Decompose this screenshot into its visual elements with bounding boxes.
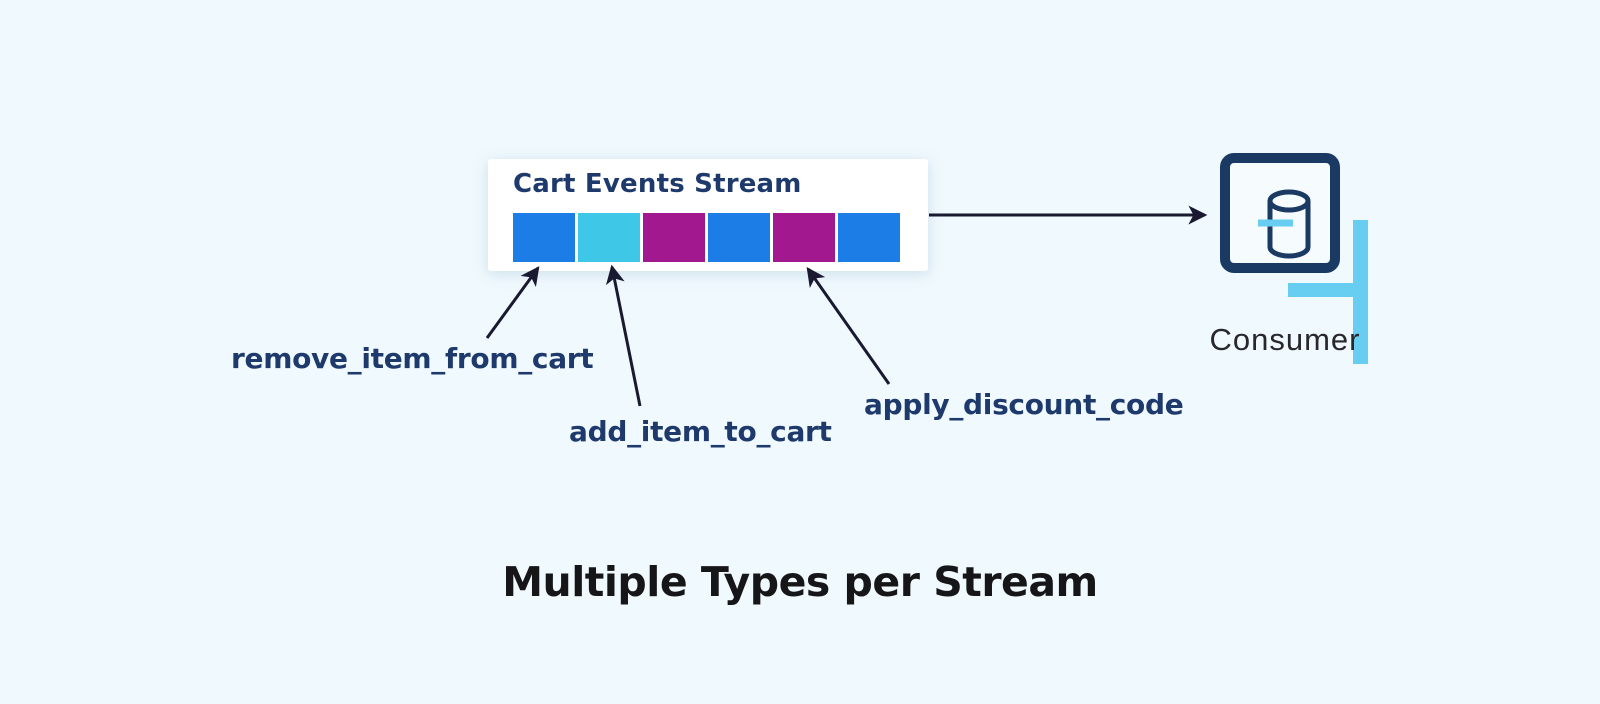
database-cylinder-icon [1258, 189, 1311, 259]
consumer-box [1220, 153, 1340, 273]
stream-event-square-apply_discount_code [773, 213, 835, 262]
label-remove-item-from-cart: remove_item_from_cart [231, 342, 594, 375]
stream-event-square-add_item_to_cart [578, 213, 640, 262]
arrow-apply-discount [806, 267, 891, 385]
stream-event-square-apply_discount_code [643, 213, 705, 262]
cart-events-stream-card: Cart Events Stream [488, 159, 928, 271]
stream-event-square-remove_item_from_cart [838, 213, 900, 262]
stream-event-square-remove_item_from_cart [708, 213, 770, 262]
consumer-label: Consumer [1209, 322, 1361, 357]
stream-event-square-remove_item_from_cart [513, 213, 575, 262]
arrow-add-item [605, 264, 642, 407]
consumer-accent-bracket-horizontal [1288, 283, 1368, 297]
diagram-caption: Multiple Types per Stream [502, 558, 1098, 606]
label-apply-discount-code: apply_discount_code [864, 388, 1184, 421]
consumer: Consumer [1185, 153, 1385, 364]
label-add-item-to-cart: add_item_to_cart [569, 415, 832, 448]
arrow-remove-item [485, 266, 540, 339]
stream-events [513, 213, 900, 262]
stream-title: Cart Events Stream [513, 169, 802, 199]
